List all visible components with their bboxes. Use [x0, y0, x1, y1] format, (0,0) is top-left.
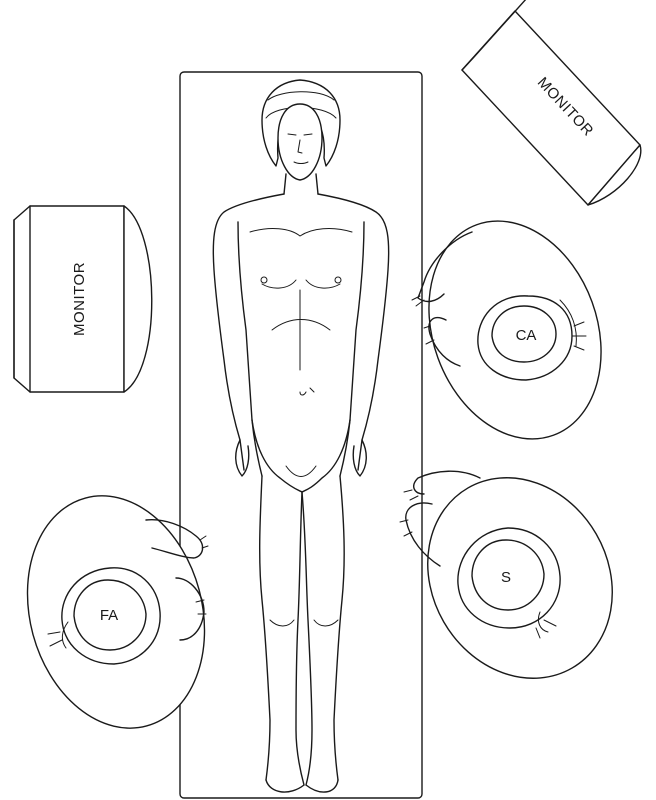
monitor-left-label: MONITOR: [71, 262, 88, 336]
staff-ca: CA: [400, 197, 631, 464]
staff-fa-label: FA: [100, 607, 118, 624]
monitor-right: MONITOR: [462, 0, 641, 205]
staff-s: S: [392, 444, 648, 712]
staff-ca-label: CA: [516, 327, 537, 344]
monitor-left: MONITOR: [14, 206, 152, 392]
staff-s-label: S: [501, 569, 511, 586]
operating-table: [180, 72, 422, 798]
